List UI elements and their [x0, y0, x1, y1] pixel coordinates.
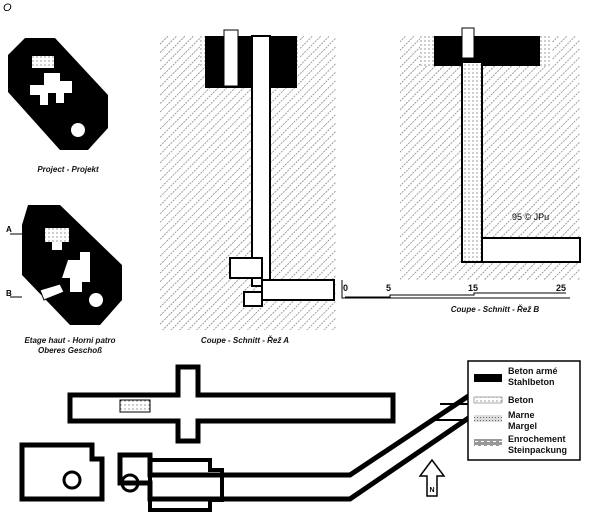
section-marker-b: B	[6, 289, 12, 298]
section-b-caption: Coupe - Schnitt - Řež B	[451, 305, 540, 314]
copyright-label: 95 © JPu	[512, 212, 549, 222]
legend-item-1-line2: Stahlbeton	[508, 377, 555, 387]
scale-tick-0: 0	[343, 283, 348, 293]
north-label: N	[429, 487, 434, 494]
legend-item-3-line1: Marne	[508, 410, 535, 420]
legend-swatch-reinforced-concrete	[474, 374, 502, 382]
section-a	[160, 29, 336, 330]
legend-swatch-riprap	[474, 439, 502, 446]
legend-item-3-line2: Margel	[508, 421, 537, 431]
scale-bar	[341, 280, 570, 299]
lower-plan	[19, 364, 472, 512]
legend-item-4-line1: Enrochement	[508, 434, 566, 444]
scale-tick-5: 5	[386, 283, 391, 293]
legend-item-2-line1: Beton	[508, 395, 534, 405]
project-caption: Project - Projekt	[37, 165, 99, 174]
project-plan	[8, 38, 108, 150]
legend-swatch-marl	[474, 415, 502, 422]
upper-floor-plan	[10, 205, 122, 325]
corner-mark: O	[3, 2, 12, 14]
upper-floor-caption-2: Oberes Geschoß	[38, 346, 102, 355]
section-b	[400, 27, 581, 280]
section-marker-a: A	[6, 225, 12, 234]
scale-tick-15: 15	[468, 283, 478, 293]
legend-item-4-line2: Steinpackung	[508, 445, 567, 455]
scale-tick-25: 25	[556, 283, 566, 293]
legend-item-1-line1: Beton armé	[508, 366, 558, 376]
section-a-caption: Coupe - Schnitt - Řež A	[201, 336, 289, 345]
legend-swatch-concrete	[473, 396, 503, 404]
north-arrow-icon: N	[418, 458, 446, 497]
upper-floor-caption-1: Etage haut - Horni patro	[24, 336, 115, 345]
